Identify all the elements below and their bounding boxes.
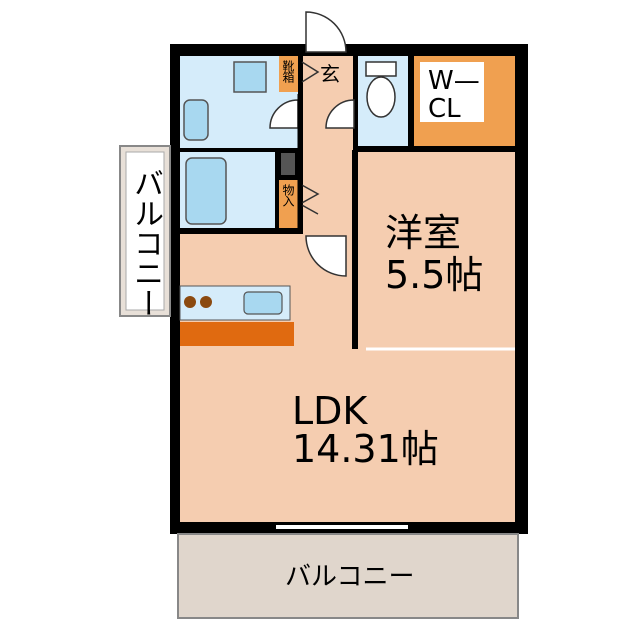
pipe-space (281, 153, 295, 175)
washing-machine (183, 99, 209, 141)
western-room-floor (358, 152, 515, 346)
entrance-door (305, 11, 347, 53)
kitchen-sink (243, 291, 283, 315)
wcl-label-line2: CL (428, 94, 461, 124)
wcl-inner (420, 62, 484, 122)
toilet-door (325, 99, 355, 129)
ldk-door (305, 235, 347, 277)
washbasin (233, 61, 267, 93)
genkan-label: 玄 (320, 62, 340, 86)
bathtub (185, 157, 227, 225)
western-room-name: 洋室 (385, 211, 462, 255)
storage-door (298, 183, 320, 215)
stove-burner-left (184, 296, 196, 308)
bottom-balcony-label: バルコニー (285, 562, 415, 592)
toilet-bowl (365, 61, 397, 77)
shoe-box-door (301, 61, 320, 83)
bottom-balcony (177, 533, 519, 619)
stove-burner-right (200, 296, 212, 308)
toilet-seat (366, 76, 396, 118)
side-balcony-inner (125, 151, 165, 311)
ldk-name: LDK (292, 389, 368, 433)
side-balcony-label: バルコニー (128, 168, 163, 318)
western-room-size: 5.5帖 (385, 253, 484, 297)
storage-closet (279, 180, 298, 228)
storage-label: 物入 (281, 184, 295, 206)
shoe-box (279, 56, 298, 92)
washroom-door (269, 99, 299, 129)
shoe-box-label: 靴箱 (281, 60, 295, 82)
ldk-size: 14.31帖 (292, 427, 439, 471)
wcl-label-line1: W— (428, 66, 480, 96)
kitchen-bar (180, 322, 294, 346)
